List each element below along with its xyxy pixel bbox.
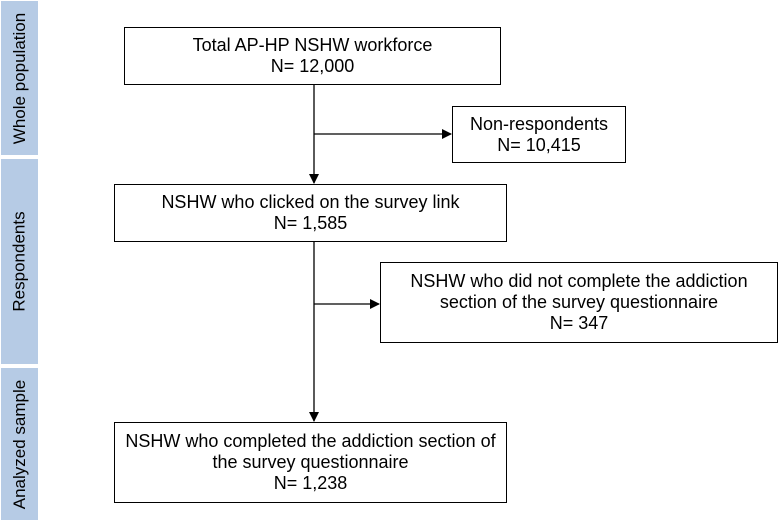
box-text: NSHW who completed the addiction section… xyxy=(125,431,496,451)
box-text: Non-respondents xyxy=(469,113,609,134)
box-count: N= 347 xyxy=(549,313,609,333)
box-count: N= 1,585 xyxy=(273,213,348,233)
stage-label-respondents: Respondents xyxy=(1,159,38,364)
box-text: Total AP-HP NSHW workforce xyxy=(192,35,433,55)
box-count: N= 10,415 xyxy=(497,134,581,155)
box-total-workforce: Total AP-HP NSHW workforce N= 12,000 xyxy=(124,27,501,85)
box-text: NSHW who did not complete the addiction xyxy=(410,271,748,291)
box-count: N= 12,000 xyxy=(270,56,355,76)
box-count: N= 1,238 xyxy=(273,473,348,493)
box-clicked-survey-link: NSHW who clicked on the survey link N= 1… xyxy=(114,184,507,242)
box-text: the survey questionnaire xyxy=(212,452,409,472)
box-non-respondents: Non-respondents N= 10,415 xyxy=(452,106,626,163)
stage-label-whole-population: Whole population xyxy=(1,1,38,155)
stage-label-analyzed-sample: Analyzed sample xyxy=(1,368,38,520)
box-text: section of the survey questionnaire xyxy=(439,292,719,312)
box-completed-addiction-section: NSHW who completed the addiction section… xyxy=(114,422,507,503)
box-incomplete-addiction-section: NSHW who did not complete the addiction … xyxy=(380,262,778,343)
box-text: NSHW who clicked on the survey link xyxy=(161,192,460,212)
